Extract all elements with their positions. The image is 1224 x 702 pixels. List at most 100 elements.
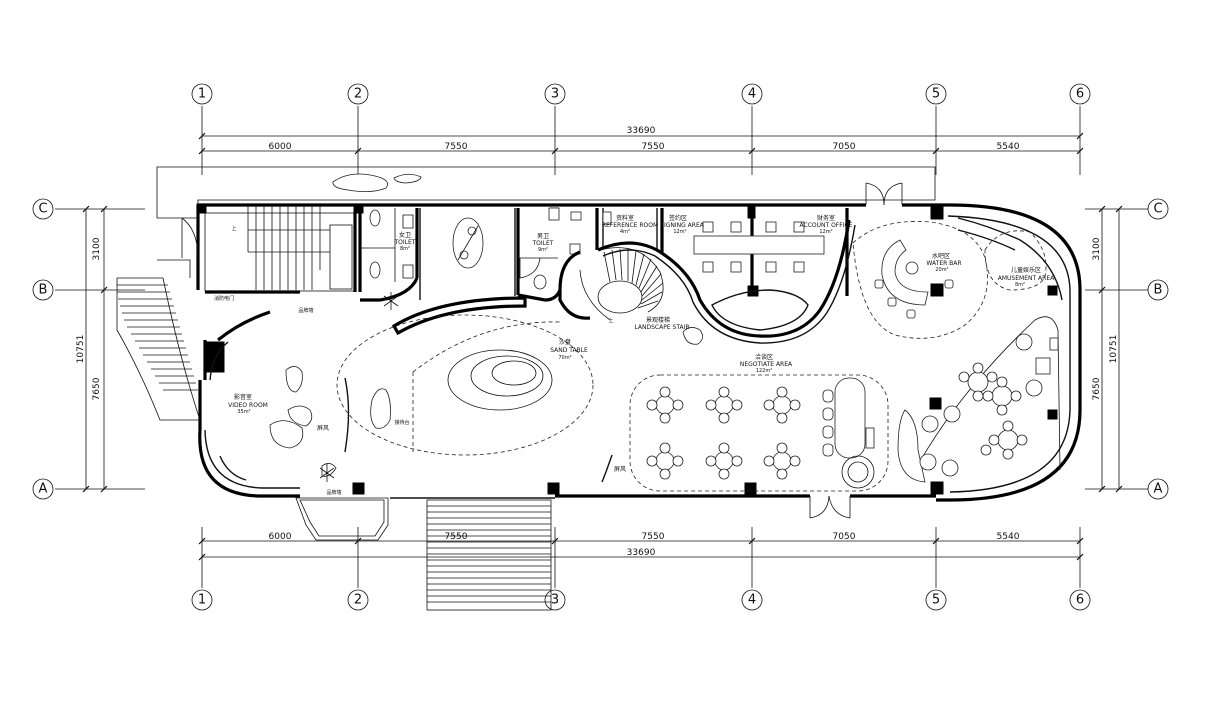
dim-bottom-span-1: 6000 [269, 532, 292, 542]
reference-en: REFERENCE ROOM [602, 222, 658, 229]
signing-cn: 签约区 [669, 214, 687, 222]
video-area: 35m² [237, 409, 250, 415]
negotiate-en: NEGOTIATE AREA [740, 361, 793, 368]
amusement-area [897, 217, 1063, 483]
stair-up-label: 上 [231, 225, 236, 232]
negotiate-cn: 洽谈区 [755, 353, 773, 361]
dim-left-total: 10751 [76, 335, 86, 364]
entrance-planter [295, 497, 389, 541]
amusement-en: AMUSEMENT AREA [998, 275, 1055, 282]
grid-bubbles-side: C B A C B A [32, 198, 1169, 500]
room-labels: 女卫 TOILET 8m² 男卫 TOILET 9m² 资料室 REFERENC… [228, 214, 1055, 496]
dim-top-span-1: 6000 [269, 142, 292, 152]
sand-table-en: SAND TABLE [550, 347, 588, 354]
screen-left-label: 屏风 [317, 425, 329, 432]
entrance-doors [809, 182, 903, 519]
grid-label-6-bottom: 6 [1076, 593, 1084, 608]
columns [196, 203, 1058, 495]
rock-sculpture [332, 173, 388, 192]
video-room [209, 310, 337, 481]
sand-table-cn: 沙盘 [559, 338, 571, 346]
toilet-m-en: TOILET [532, 240, 554, 247]
water-bar-en: WATER BAR [926, 260, 961, 267]
reception-label: 接待台 [394, 419, 409, 426]
grid-label-C-right: C [1153, 202, 1162, 217]
dimension-top: 33690 6000 7550 7550 7050 5540 [198, 126, 1084, 155]
dim-left-span-2: 7650 [92, 377, 102, 400]
account-area: 12m² [819, 229, 832, 235]
toilet-m-cn: 男卫 [537, 233, 549, 240]
interior-walls: 上 消防电门 [204, 206, 856, 344]
grid-label-3: 3 [551, 87, 559, 102]
negotiate-area [629, 374, 889, 492]
sand-table-area: 接待台 [336, 296, 613, 483]
dining-table-set [646, 386, 801, 480]
grid-label-2: 2 [354, 87, 362, 102]
dim-top-span-4: 7050 [833, 142, 856, 152]
dimension-right: 3100 7650 10751 [1092, 205, 1123, 493]
dim-right-span-2: 7650 [1092, 377, 1102, 400]
grid-label-4: 4 [748, 87, 756, 102]
grid-label-5: 5 [932, 87, 940, 102]
dim-right-total: 10751 [1109, 335, 1119, 364]
video-en: VIDEO ROOM [228, 402, 268, 409]
dim-top-span-2: 7550 [445, 142, 468, 152]
grid-label-B: B [39, 283, 48, 298]
water-bar-area [852, 221, 988, 339]
exterior-stairs-left [116, 259, 201, 421]
dim-top-span-5: 5540 [997, 142, 1020, 152]
grid-bubbles-bottom: 1 2 3 4 5 6 [191, 589, 1091, 611]
grid-label-4-bottom: 4 [748, 593, 756, 608]
toilet-f-area: 8m² [400, 246, 410, 252]
grid-label-C: C [38, 202, 47, 217]
toilet-m-area: 9m² [538, 247, 548, 253]
negotiate-area-value: 122m² [756, 368, 772, 374]
exterior-stairs-bottom [426, 499, 552, 611]
fire-door-label: 消防电门 [214, 295, 234, 302]
grid-axes [55, 106, 1148, 588]
grid-label-2-bottom: 2 [354, 593, 362, 608]
grid-label-B-right: B [1154, 283, 1163, 298]
dim-left-span-1: 3100 [92, 237, 102, 260]
plant-icons [319, 292, 399, 482]
grid-label-3-bottom: 3 [551, 593, 559, 608]
dim-top-span-3: 7550 [642, 142, 665, 152]
landscape-stair-up: 上 [608, 317, 613, 324]
dim-bottom-span-3: 7550 [642, 532, 665, 542]
dim-bottom-span-5: 5540 [997, 532, 1020, 542]
landscape-cn: 景观楼梯 [646, 316, 670, 324]
amusement-cn: 儿童娱乐区 [1011, 266, 1041, 274]
account-en: ACCOUNT OFFICE [800, 222, 853, 229]
dim-bottom-total: 33690 [627, 548, 656, 558]
dim-top-total: 33690 [627, 126, 656, 136]
sand-table-area-value: 70m² [558, 355, 571, 361]
grid-label-A: A [39, 482, 48, 497]
account-cn: 财务室 [817, 214, 835, 222]
toilet-f-cn: 女卫 [399, 231, 411, 239]
signing-en: SIGNING AREA [660, 222, 705, 229]
landscape-stair: 上 [579, 247, 703, 345]
exterior-walls [156, 166, 1082, 502]
grid-label-1: 1 [198, 87, 206, 102]
signing-area: 12m² [673, 229, 686, 235]
grid-label-6: 6 [1076, 87, 1084, 102]
water-bar-area: 20m² [935, 267, 948, 273]
grid-label-5-bottom: 5 [932, 593, 940, 608]
landscape-en: LANDSCAPE STAIR [634, 324, 689, 331]
video-cn: 影音室 [234, 393, 252, 401]
amusement-area-value: 8m² [1015, 282, 1025, 288]
dim-right-span-1: 3100 [1092, 237, 1102, 260]
toilet-f-en: TOILET [394, 239, 416, 246]
grid-bubbles-top: 1 2 3 4 5 6 [191, 83, 1091, 105]
dim-bottom-span-4: 7050 [833, 532, 856, 542]
rock-sculpture-small [393, 173, 422, 184]
brand-wall-bottom: 品牌墙 [326, 489, 341, 496]
grid-label-A-right: A [1154, 482, 1163, 497]
water-bar-cn: 水吧区 [932, 252, 950, 260]
screen-right-label: 屏风 [614, 466, 626, 473]
dimension-left: 10751 3100 7650 [76, 205, 108, 493]
dimension-bottom: 6000 7550 7550 7050 5540 33690 [198, 532, 1084, 561]
brand-wall-top: 品牌墙 [298, 307, 313, 314]
dim-bottom-span-2: 7550 [445, 532, 468, 542]
